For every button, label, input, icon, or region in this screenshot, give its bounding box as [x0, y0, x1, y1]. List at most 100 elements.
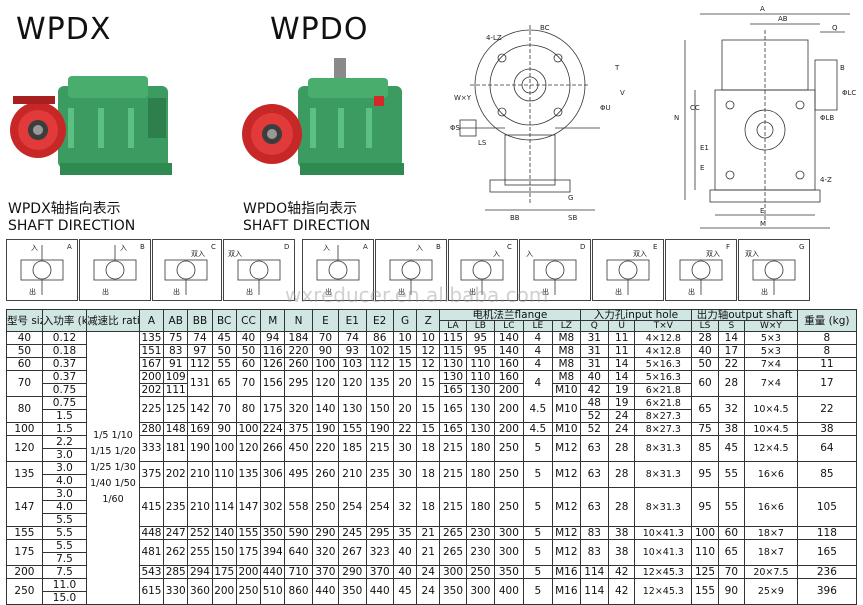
dim-label: LS — [478, 139, 487, 147]
cell-a: 135 — [138, 331, 165, 345]
cell-lb: 130 — [465, 383, 496, 397]
cell-ls: 155 — [691, 578, 719, 605]
cell-m: 126 — [260, 357, 286, 371]
cell-e: 70 — [311, 331, 340, 345]
cell-z: 15 — [416, 396, 441, 423]
cell-weight: 64 — [796, 435, 858, 462]
cell-u: 11 — [608, 331, 636, 345]
cell-size: 147 — [6, 487, 43, 527]
cell-power: 3.0 — [41, 448, 88, 462]
cell-wy: 10×4.5 — [744, 396, 798, 423]
direction-label: 出 — [29, 287, 36, 296]
header-bc: BC — [211, 309, 237, 332]
cell-u: 19 — [608, 396, 636, 410]
cell-a: 151 — [138, 344, 165, 358]
direction-label: 出 — [398, 287, 405, 296]
cell-a: 448 — [138, 526, 165, 540]
dim-label: G — [568, 194, 573, 202]
cell-ab: 202 — [163, 461, 189, 488]
cell-ls: 95 — [691, 487, 719, 527]
cell-lb: 180 — [465, 435, 496, 462]
cell-power: 3.0 — [41, 487, 88, 501]
cell-la: 115 — [439, 344, 467, 358]
direction-label: 入 — [120, 244, 127, 252]
dim-label: BC — [540, 24, 550, 32]
cell-u: 38 — [608, 539, 636, 566]
cell-le: 5 — [522, 578, 554, 605]
cell-s: 55 — [717, 487, 746, 527]
cell-e1: 74 — [338, 331, 367, 345]
cell-tv: 8×31.3 — [634, 461, 693, 488]
cell-ab: 247 — [163, 526, 189, 540]
cell-tv: 12×45.3 — [634, 565, 693, 579]
cell-bb: 74 — [187, 331, 213, 345]
dim-label: ΦS — [450, 124, 461, 132]
cell-lc: 350 — [494, 565, 524, 579]
cell-le: 5 — [522, 487, 554, 527]
cell-bb: 169 — [187, 422, 213, 436]
cell-bc: 45 — [211, 331, 237, 345]
cell-ls: 60 — [691, 370, 719, 397]
direction-label: 双入 — [633, 250, 647, 258]
cell-wy: 5×3 — [744, 344, 798, 358]
direction-letter: A — [363, 243, 368, 251]
cell-la: 165 — [439, 383, 467, 397]
cell-e1: 103 — [338, 357, 367, 371]
cell-lb: 300 — [465, 578, 496, 605]
cell-lz: M12 — [552, 435, 581, 462]
cell-lc: 160 — [494, 357, 524, 371]
cell-g: 20 — [392, 370, 418, 397]
header-size: 型号 size — [6, 309, 43, 332]
cell-s: 17 — [717, 344, 746, 358]
cell-g: 30 — [392, 461, 418, 488]
cell-m: 302 — [260, 487, 286, 527]
dim-label: 4-LZ — [486, 34, 502, 42]
cell-size: 155 — [6, 526, 43, 540]
direction-label: 出 — [761, 287, 768, 296]
cell-ls: 85 — [691, 435, 719, 462]
cell-n: 860 — [284, 578, 313, 605]
cell-la: 265 — [439, 539, 467, 566]
cell-weight: 8 — [796, 331, 858, 345]
cell-power: 4.0 — [41, 474, 88, 488]
cell-ls: 110 — [691, 539, 719, 566]
direction-label: 出 — [173, 287, 180, 296]
direction-label: 入 — [323, 244, 330, 252]
direction-diagram-a2: A 入 出 — [302, 239, 374, 301]
cell-tv: 6×21.8 — [634, 383, 693, 397]
cell-q: 48 — [579, 396, 610, 410]
dim-label: 4-Z — [820, 176, 832, 184]
cell-e1: 290 — [338, 565, 367, 579]
cell-e2: 295 — [365, 526, 394, 540]
wpdo-caption: WPDO轴指向表示 SHAFT DIRECTION — [243, 201, 370, 235]
cell-cc: 200 — [235, 565, 262, 579]
direction-label: 出 — [688, 287, 695, 296]
cell-le: 4.5 — [522, 396, 554, 423]
dim-label: E1 — [700, 144, 709, 152]
direction-label: 出 — [615, 287, 622, 296]
cell-cc: 135 — [235, 461, 262, 488]
cell-a: 333 — [138, 435, 165, 462]
cell-e: 190 — [311, 422, 340, 436]
cell-le: 5 — [522, 526, 554, 540]
cell-n: 558 — [284, 487, 313, 527]
wpdo-title: WPDO — [270, 12, 369, 47]
header-e: E — [311, 309, 340, 332]
cell-lc: 250 — [494, 435, 524, 462]
cell-e1: 350 — [338, 578, 367, 605]
cell-z: 10 — [416, 331, 441, 345]
cell-e2: 440 — [365, 578, 394, 605]
cell-bc: 90 — [211, 422, 237, 436]
cell-bc: 55 — [211, 357, 237, 371]
header-wy: W×Y — [744, 320, 798, 332]
cell-lb: 110 — [465, 370, 496, 384]
direction-label: 入 — [416, 244, 423, 252]
header-ab: AB — [163, 309, 189, 332]
cell-tv: 5×16.3 — [634, 357, 693, 371]
cell-la: 215 — [439, 461, 467, 488]
cell-e2: 150 — [365, 396, 394, 423]
cell-m: 306 — [260, 461, 286, 488]
